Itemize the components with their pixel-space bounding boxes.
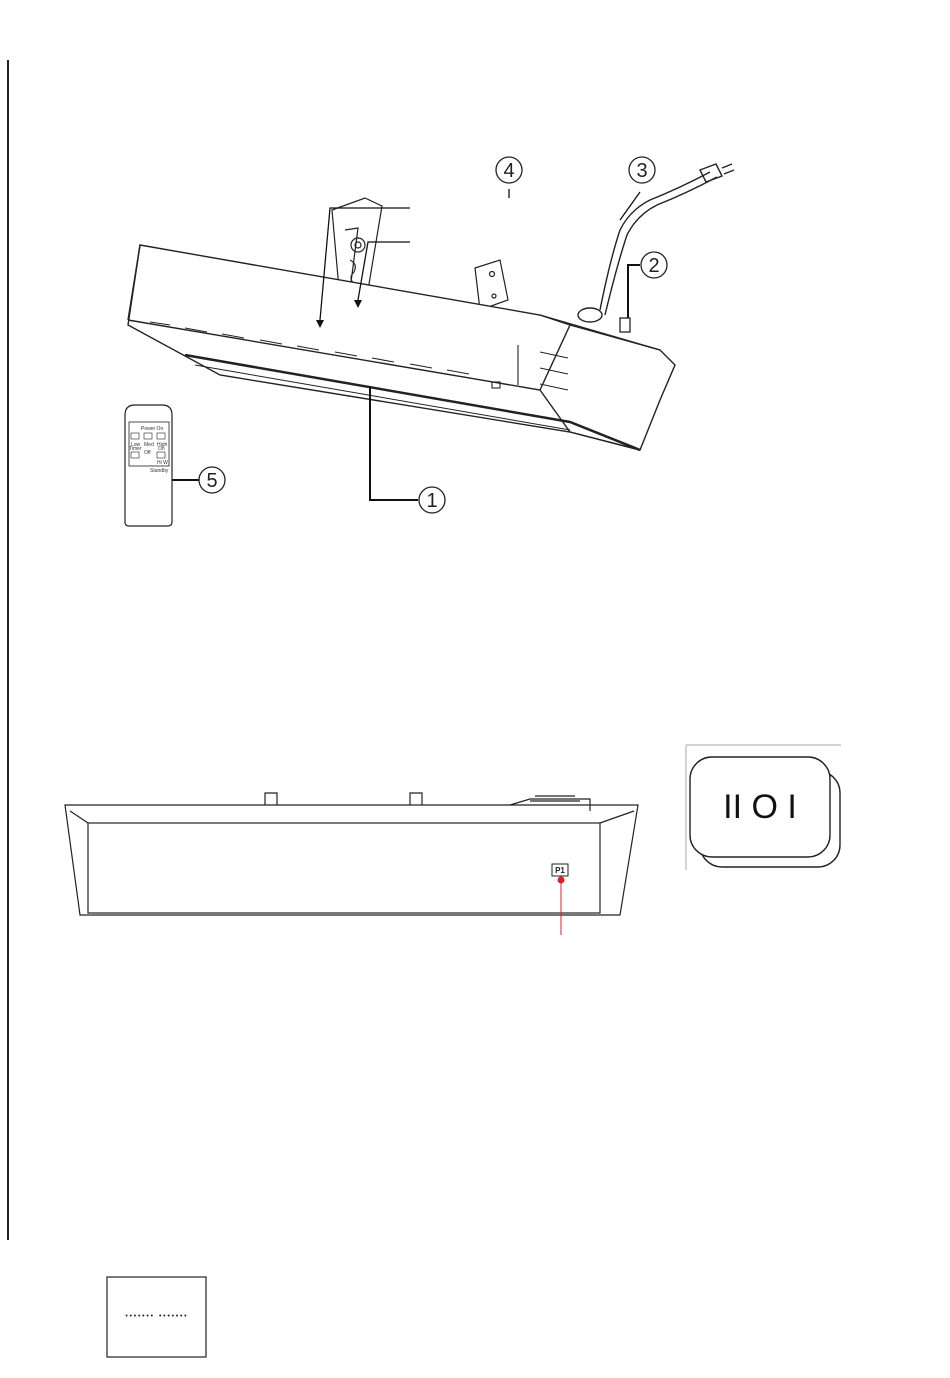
- switch-symbols: II O I: [723, 788, 797, 826]
- p1-label: P1: [555, 866, 565, 875]
- callout-2: 2: [641, 252, 667, 278]
- heater-front-view: P1: [60, 775, 650, 940]
- top-brackets: [265, 793, 422, 805]
- front-outer-shell: [65, 805, 638, 915]
- mounting-bracket-right: [475, 260, 508, 310]
- heater-perspective-diagram: 1 2 3 4 5: [100, 150, 760, 540]
- callout-4: 4: [496, 157, 522, 183]
- svg-text:Standby: Standby: [150, 468, 169, 474]
- heater-body: [128, 245, 675, 450]
- remote-control: Power On Low Med High Timer Off On Hi W …: [125, 405, 172, 526]
- callout-1: 1: [419, 487, 445, 513]
- display-detail: ••••••• •••••••: [106, 1276, 208, 1360]
- power-cord: [578, 164, 734, 322]
- svg-text:Hi W: Hi W: [157, 460, 168, 466]
- svg-text:On: On: [158, 446, 165, 452]
- page-margin-rule: [7, 60, 9, 1240]
- svg-text:4: 4: [503, 160, 514, 182]
- rocker-switch-detail: II O I: [686, 745, 846, 875]
- switch-location: [620, 318, 630, 332]
- display-indicator: ••••••• •••••••: [124, 1313, 187, 1321]
- callout-3: 3: [629, 157, 655, 183]
- svg-text:Power On: Power On: [141, 426, 163, 432]
- front-panel: [88, 823, 600, 913]
- svg-text:2: 2: [648, 255, 659, 277]
- svg-text:Med: Med: [144, 442, 154, 448]
- svg-text:3: 3: [636, 160, 647, 182]
- svg-text:Timer: Timer: [129, 446, 142, 452]
- svg-text:5: 5: [206, 470, 217, 492]
- callout-5: 5: [199, 467, 225, 493]
- svg-text:1: 1: [426, 490, 437, 512]
- svg-text:Off: Off: [144, 450, 151, 456]
